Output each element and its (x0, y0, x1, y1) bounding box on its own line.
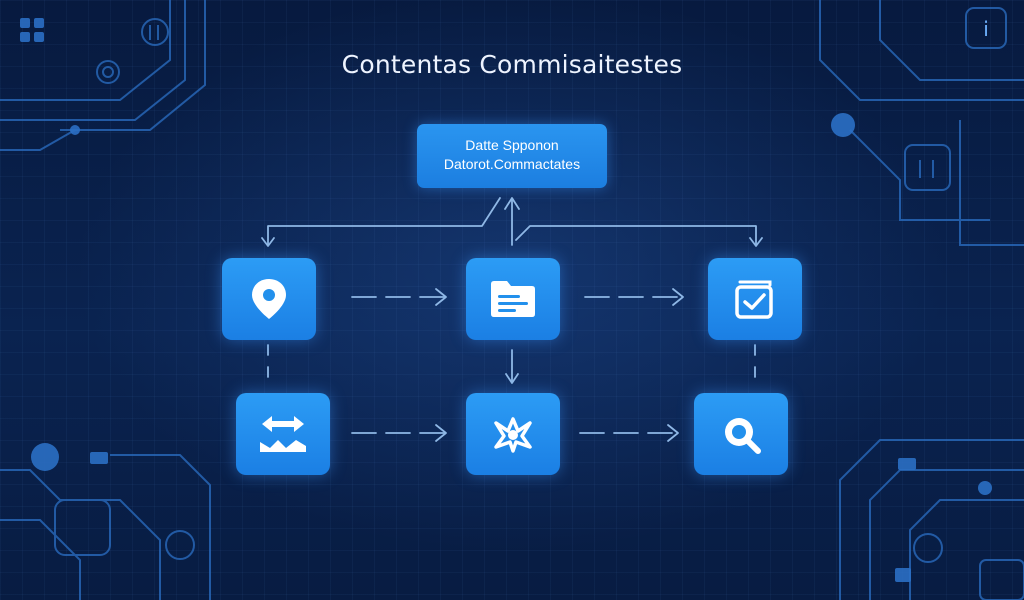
top-node-line-2: Datorot.Commactates (443, 156, 581, 172)
node-location[interactable] (222, 258, 316, 340)
process-cluster-icon (494, 417, 532, 453)
arrows-exchange-icon (260, 416, 306, 452)
node-document[interactable] (466, 258, 560, 340)
node-transfer[interactable] (236, 393, 330, 475)
map-pin-icon (252, 279, 286, 319)
top-node[interactable]: Datte Spponon Datorot.Commactates (417, 124, 607, 188)
node-search[interactable] (694, 393, 788, 475)
search-icon (725, 418, 761, 454)
svg-text:i: i (983, 17, 989, 41)
checkbox-icon (735, 280, 773, 319)
top-node-line-1: Datte Spponon (465, 137, 559, 153)
node-process[interactable] (466, 393, 560, 475)
node-checkbox[interactable] (708, 258, 802, 340)
page-title: Contentas Commisaitestes (341, 50, 683, 79)
document-icon (491, 281, 535, 317)
